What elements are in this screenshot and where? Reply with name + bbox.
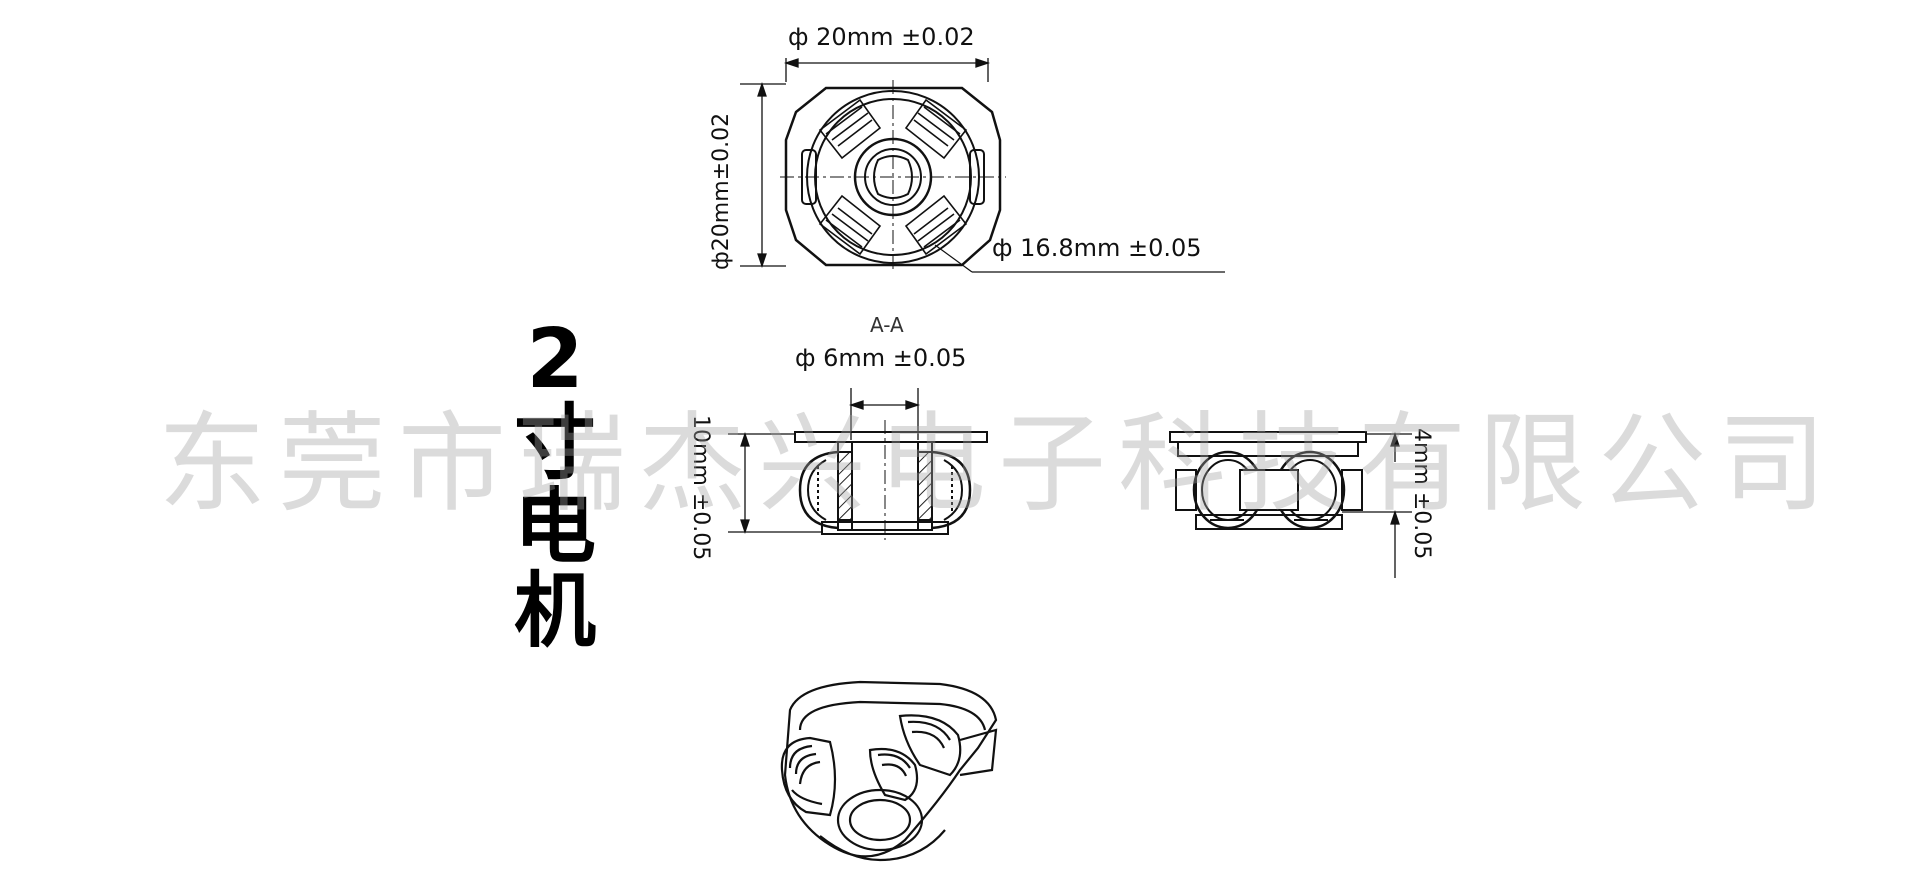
side-height-label: 10mm ±0.05 <box>688 415 713 560</box>
side-view <box>1169 431 1367 530</box>
motor-title: 2 寸 电 机 <box>505 318 605 654</box>
right-height-label: 4mm ±0.05 <box>1409 428 1434 559</box>
title-char: 2 <box>526 312 584 407</box>
top-height-dimension <box>740 81 786 269</box>
top-width-label: ф 20mm ±0.02 <box>788 23 975 51</box>
coil-windings <box>818 98 968 256</box>
title-char: 寸 <box>513 396 596 491</box>
isometric-view <box>780 680 998 862</box>
section-view <box>794 420 988 540</box>
title-char: 机 <box>513 564 596 659</box>
top-height-label: ф20mm±0.02 <box>709 113 734 270</box>
top-width-dimension <box>783 58 991 82</box>
right-height-dimension <box>1342 431 1412 578</box>
title-char: 电 <box>513 480 596 575</box>
side-height-dimension <box>728 431 822 535</box>
outer-ring-label: ф 16.8mm ±0.05 <box>992 234 1202 262</box>
section-label: A-A <box>870 313 904 337</box>
top-view <box>780 80 1225 273</box>
shaft-label: ф 6mm ±0.05 <box>795 344 966 372</box>
